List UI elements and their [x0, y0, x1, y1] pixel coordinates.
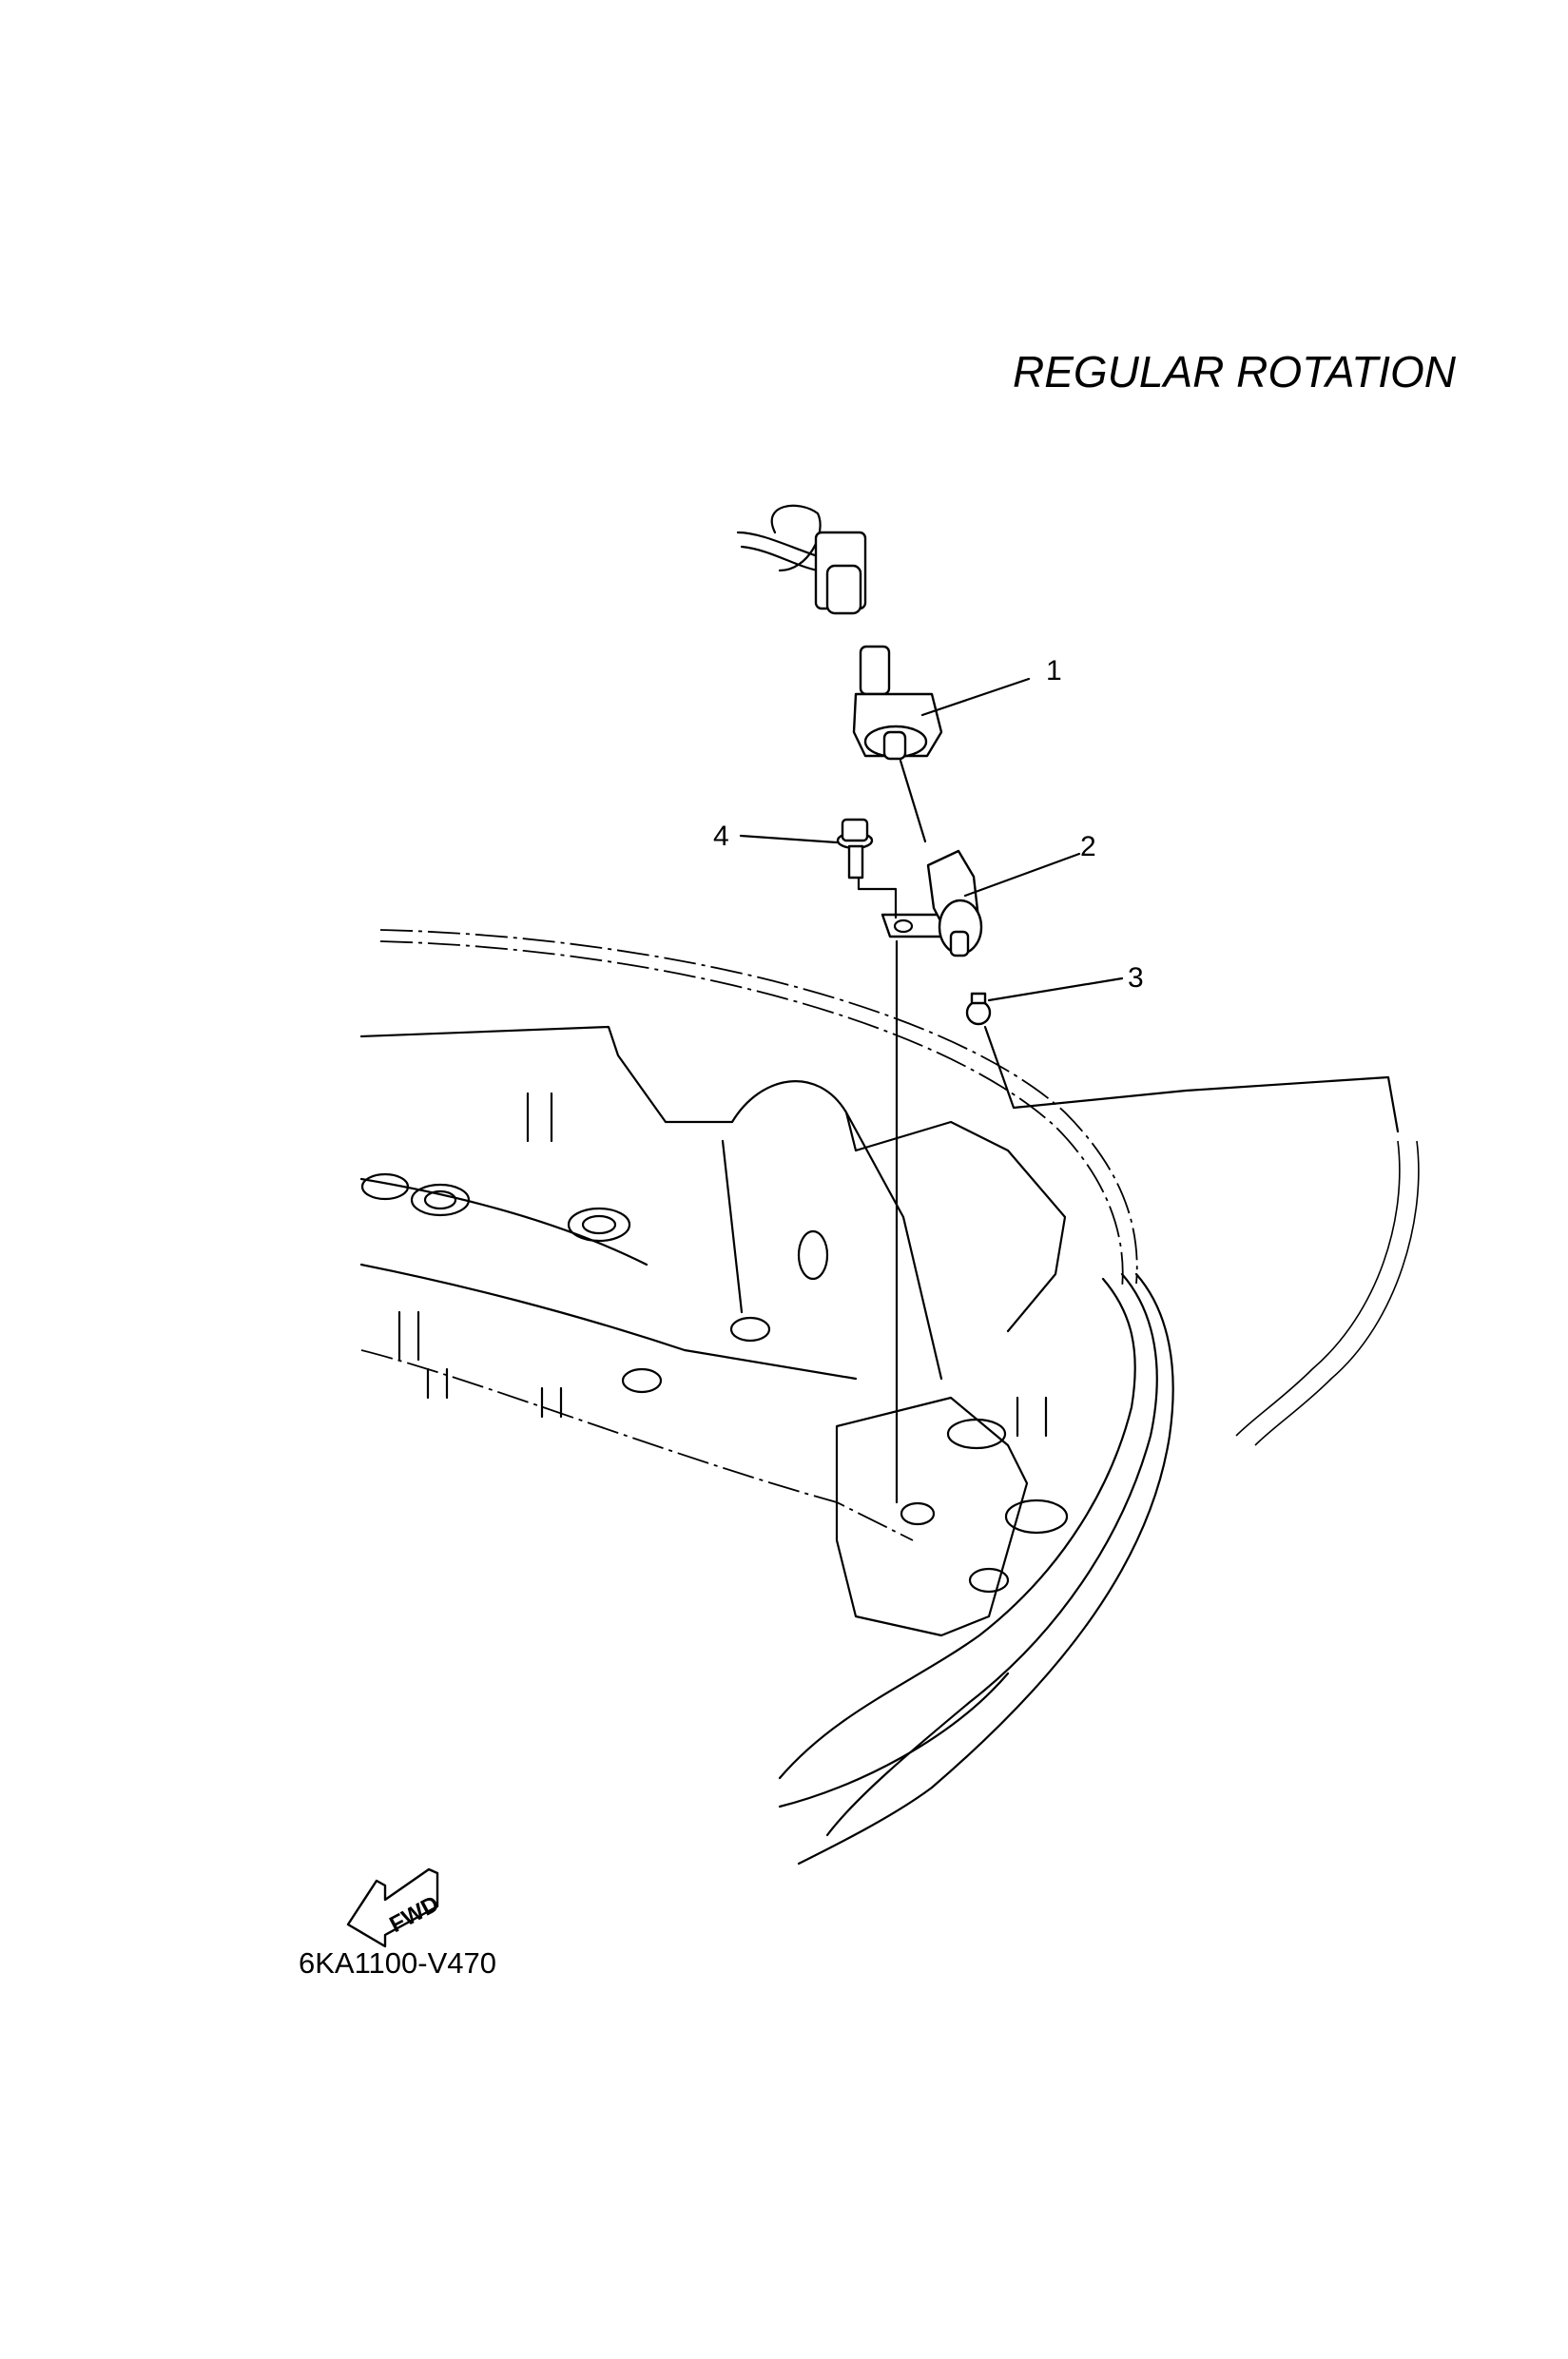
callout-4-label: 4: [713, 821, 729, 852]
part-3-clip: [965, 992, 992, 1026]
callout-2-leader: [963, 852, 1081, 898]
callout-3-label: 3: [1128, 962, 1144, 994]
forward-direction-arrow: FWD: [346, 1867, 443, 1948]
engine-bosses: [360, 1092, 1069, 1594]
callout-1-leader: [920, 677, 1031, 717]
callout-2-label: 2: [1080, 831, 1096, 862]
wire-connector: [736, 504, 867, 615]
callout-1-label: 1: [1046, 655, 1062, 686]
hose-leader: [983, 1025, 1400, 1133]
assembly-line: [899, 759, 927, 843]
diagram-code: 6KA1100-V470: [299, 1946, 496, 1980]
callout-3-leader: [987, 976, 1124, 1002]
part-4-bolt: [836, 818, 874, 880]
engine-cowling-outline: [359, 929, 1420, 1866]
part-1-sensor: [852, 645, 943, 761]
assembly-line: [857, 873, 899, 1504]
callout-4-leader: [739, 834, 839, 844]
diagram-title: REGULAR ROTATION: [1013, 347, 1457, 396]
part-2-fitting: [881, 849, 983, 957]
